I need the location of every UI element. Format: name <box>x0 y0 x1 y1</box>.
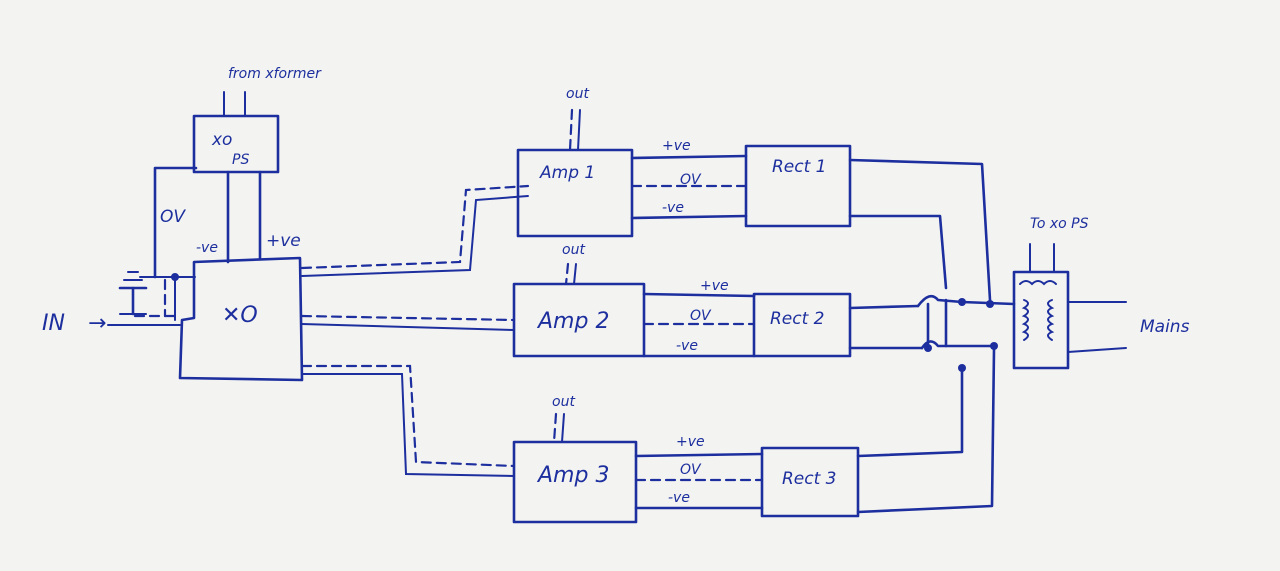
rect3-label: Rect 3 <box>782 469 837 489</box>
bus-dot-4 <box>990 342 998 350</box>
xo-box <box>178 256 304 382</box>
rect1-label: Rect 1 <box>772 157 827 177</box>
rect2-label: Rect 2 <box>770 309 825 329</box>
amp1-neg-label: -ve <box>662 200 684 216</box>
bus-dot-3 <box>924 344 932 352</box>
rect-to-transformer-wiring <box>848 158 1016 514</box>
input-arrow-icon: → <box>88 311 106 336</box>
amp2-out-line <box>573 263 577 285</box>
amp1-label: Amp 1 <box>539 163 595 183</box>
transformer-coil-icon <box>1019 280 1057 341</box>
amp2-pos-rail <box>642 292 756 298</box>
amp2-out-dashed <box>564 262 570 286</box>
xo-label: ✕O <box>222 303 258 328</box>
amp1-box <box>516 148 634 238</box>
amp3-box <box>512 440 638 524</box>
amp2-box <box>512 282 646 358</box>
to-xo-ps-label: To xo PS <box>1030 216 1089 232</box>
bus-dot-1 <box>958 298 966 306</box>
amp3-pos-rail <box>634 452 764 458</box>
amp2-label: Amp 2 <box>536 309 609 334</box>
xo-to-amp2-signal <box>300 314 516 331</box>
xo-to-amp3-signal <box>300 364 516 477</box>
amp2-out-label: out <box>562 242 585 258</box>
amp1-pos-rail <box>630 154 748 160</box>
amp2-pos-label: +ve <box>700 278 729 294</box>
ov-left-label: OV <box>160 207 186 227</box>
neg-xo-label: -ve <box>196 240 218 256</box>
amp3-pos-label: +ve <box>676 434 705 450</box>
amp3-neg-label: -ve <box>668 490 690 506</box>
ps-ov-line <box>153 166 198 279</box>
mains-label: Mains <box>1140 317 1190 337</box>
amp3-out-dashed <box>552 412 558 444</box>
from-xformer-label: from xformer <box>228 66 322 82</box>
bus-dot-2 <box>986 300 994 308</box>
bus-dot-5 <box>958 364 966 372</box>
xo-ps-box <box>192 114 280 174</box>
amp1-neg-rail <box>630 214 748 220</box>
amp2-ov-label: OV <box>690 308 712 324</box>
amp3-label: Amp 3 <box>536 463 609 488</box>
pos-xo-label: +ve <box>266 231 301 251</box>
amp3-out-label: out <box>552 394 575 410</box>
input-label: IN <box>42 311 65 336</box>
xo-to-amp1-signal <box>300 184 530 277</box>
amp1-pos-label: +ve <box>662 138 691 154</box>
amp1-out-label: out <box>566 86 589 102</box>
amp3-out-line <box>561 413 565 443</box>
amp3-ov-label: OV <box>680 462 702 478</box>
rect3-box <box>760 446 860 518</box>
xo-ps-label-top: xo <box>211 130 232 150</box>
ground-symbol-icon <box>118 271 148 316</box>
xo-ps-label-bottom: PS <box>232 152 249 168</box>
amp1-ov-label: OV <box>680 172 702 188</box>
mains-lead-2 <box>1067 347 1127 353</box>
amp1-out-line <box>577 109 581 151</box>
amp1-out-dashed <box>568 108 574 152</box>
amp2-neg-label: -ve <box>676 338 698 354</box>
transformer-box <box>1012 270 1070 370</box>
